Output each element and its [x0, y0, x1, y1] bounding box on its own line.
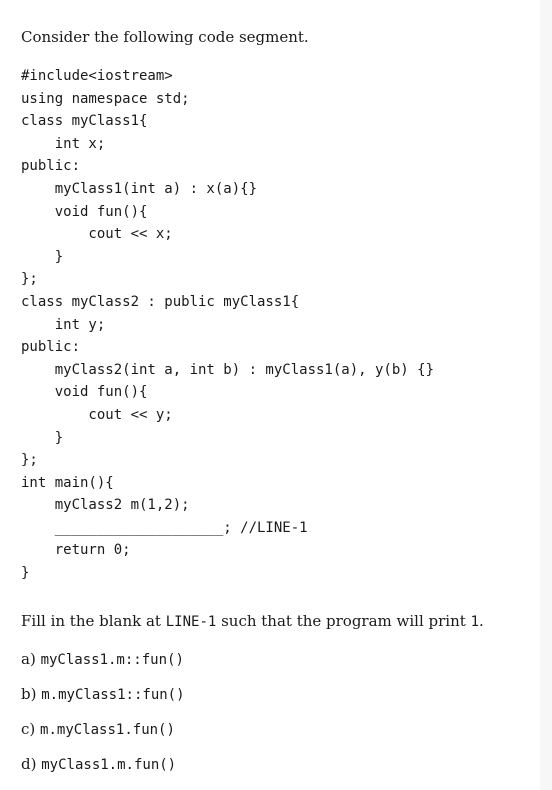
- question-value: 1: [470, 614, 480, 630]
- code-line: myClass2 m(1,2);: [21, 497, 190, 514]
- code-line: using namespace std;: [21, 90, 190, 107]
- code-line: void fun(){: [21, 203, 148, 220]
- code-block: #include<iostream> using namespace std; cl…: [21, 65, 434, 585]
- code-line: public:: [21, 339, 81, 356]
- question-middle: such that the program will print: [216, 612, 471, 630]
- option-c[interactable]: c) m.myClass1.fun(): [21, 720, 185, 755]
- code-line: #include<iostream>: [21, 68, 173, 84]
- code-line-blank: ____________________; //LINE-1: [21, 519, 308, 536]
- code-line: int main(){: [21, 474, 114, 491]
- question-prefix: Fill in the blank at: [21, 612, 166, 630]
- code-line: int y;: [21, 316, 106, 333]
- code-line: };: [21, 452, 38, 469]
- code-line: }: [21, 565, 30, 582]
- answer-options: a) myClass1.m::fun() b) m.myClass1::fun(…: [21, 650, 185, 790]
- code-line: public:: [21, 158, 81, 175]
- code-line: }: [21, 248, 64, 265]
- question-text: Fill in the blank at LINE-1 such that th…: [21, 612, 484, 630]
- code-line: int x;: [21, 135, 106, 152]
- option-code: m.myClass1::fun(): [41, 687, 185, 703]
- option-b[interactable]: b) m.myClass1::fun(): [21, 685, 185, 720]
- option-letter: b): [21, 685, 37, 703]
- option-letter: d): [21, 755, 37, 773]
- code-line: class myClass2 : public myClass1{: [21, 293, 300, 310]
- option-code: myClass1.m::fun(): [40, 652, 184, 668]
- question-suffix: .: [479, 612, 484, 630]
- code-line: }: [21, 429, 64, 446]
- document-page: Consider the following code segment. #in…: [21, 28, 484, 790]
- question-line-ref: LINE-1: [165, 614, 217, 630]
- option-a[interactable]: a) myClass1.m::fun(): [21, 650, 185, 685]
- option-letter: c): [21, 720, 36, 738]
- code-line: return 0;: [21, 542, 131, 559]
- option-code: m.myClass1.fun(): [40, 722, 175, 738]
- code-line: void fun(){: [21, 384, 148, 401]
- intro-text: Consider the following code segment.: [21, 28, 309, 46]
- code-line: cout << x;: [21, 226, 173, 243]
- code-line: class myClass1{: [21, 113, 148, 130]
- code-line: myClass2(int a, int b) : myClass1(a), y(…: [21, 361, 435, 378]
- option-letter: a): [21, 650, 36, 668]
- code-line: myClass1(int a) : x(a){}: [21, 180, 258, 197]
- code-line: };: [21, 271, 38, 288]
- option-d[interactable]: d) myClass1.m.fun(): [21, 755, 185, 790]
- code-line: cout << y;: [21, 406, 173, 423]
- option-code: myClass1.m.fun(): [41, 757, 177, 773]
